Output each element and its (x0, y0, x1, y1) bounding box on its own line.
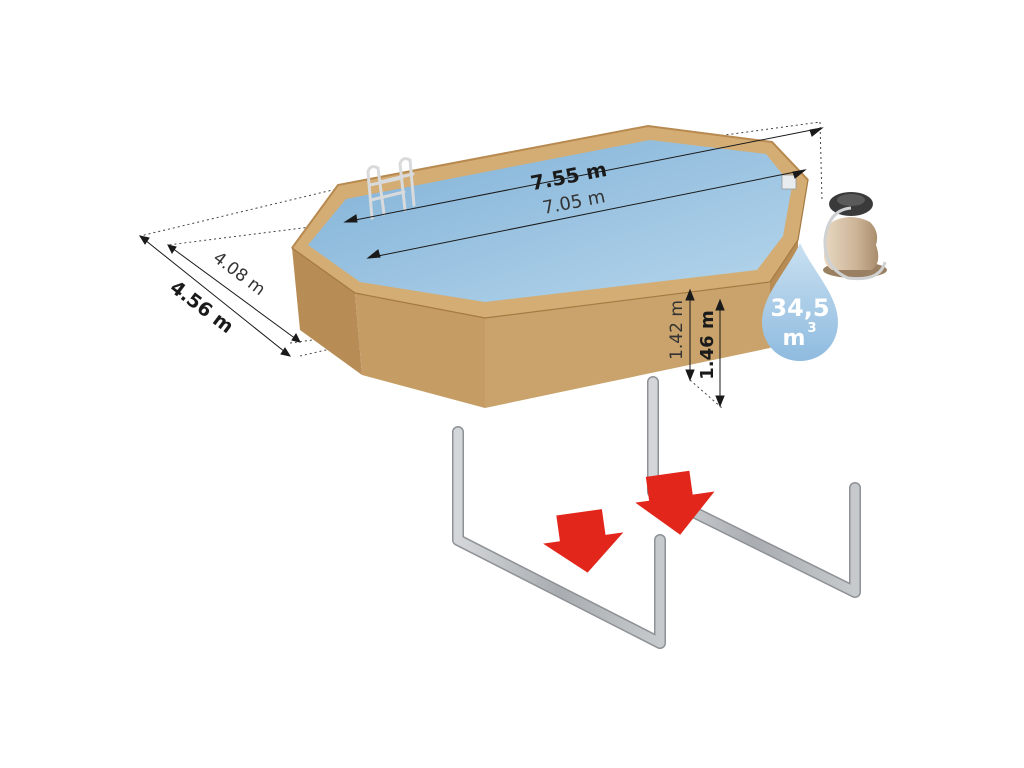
volume-unit: m (783, 326, 806, 351)
pool-wall-front-right (485, 282, 770, 408)
volume-unit-superscript: 3 (807, 321, 816, 336)
support-bars (452, 376, 861, 649)
water-drop-icon (762, 243, 838, 361)
skimmer-icon (781, 174, 797, 190)
down-arrow-icon (543, 509, 624, 573)
dimension-lines (138, 127, 824, 408)
outer-height-label: 1.46 m (697, 310, 718, 379)
ladder-icon (366, 157, 416, 220)
inner-width-label: 4.08 m (209, 248, 269, 300)
support-bar-icon (452, 426, 666, 649)
inner-height-label: 1.42 m (667, 300, 687, 360)
volume-value: 34,5 (770, 294, 829, 322)
pool-wall-left-front (292, 248, 362, 375)
down-arrow-icon (635, 470, 715, 535)
pool-wall-front (355, 293, 485, 408)
support-bar-icon (647, 376, 861, 598)
sand-filter-icon (823, 192, 887, 281)
